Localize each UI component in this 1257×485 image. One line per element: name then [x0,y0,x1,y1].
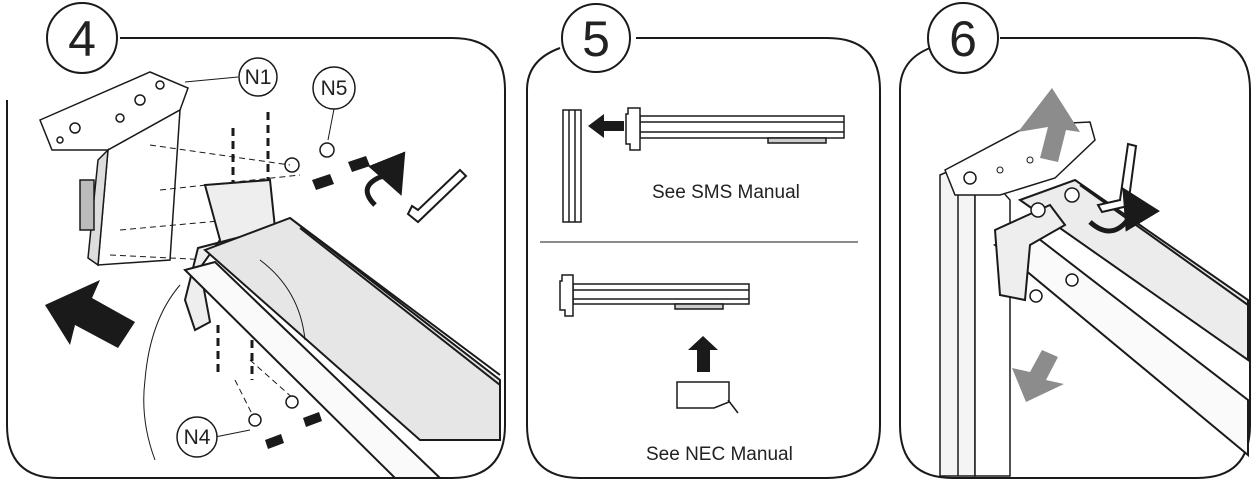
panel-6-frame [899,37,1251,479]
plate-hole-3 [1026,156,1034,164]
nec-up-arrow [688,336,718,372]
lift-up-arrow [1018,88,1080,162]
n1-leader-line [184,76,239,83]
panel-step-4: 4 N1 N5 [6,2,506,479]
part-badge-n1 [238,57,278,97]
n4-leader-line [214,429,251,438]
cable [143,284,181,461]
washer-bottom-2 [285,395,299,409]
part-label-n5: N5 [321,77,348,100]
washer-bottom-1 [248,413,262,427]
step-badge-6 [927,2,999,74]
tighten-rotation-arrow [1088,187,1161,234]
mounting-rail [993,178,1249,458]
screw-top [348,156,370,172]
step-number-6: 6 [949,11,977,67]
screw-bottom-1 [265,434,284,449]
part-label-n4: N4 [184,426,211,449]
push-down-arrow [1012,350,1064,402]
plate-hole-2 [996,166,1004,174]
panel-step-5: 5 See SMS Manual See NEC Manual [526,3,881,479]
sms-wall-panel [562,109,582,223]
nec-manual-caption: See NEC Manual [646,444,793,465]
bolt-1 [1030,202,1046,218]
display-column [939,158,1011,477]
screw-bottom-2 [303,412,322,427]
panel-step-6: 6 [899,2,1251,479]
hex-key-icon [406,168,468,224]
step-number-5: 5 [582,11,610,67]
part-badge-n4 [176,416,218,458]
bolt-4 [1065,273,1079,287]
sms-manual-caption: See SMS Manual [652,182,800,203]
n5-leader-line [327,108,335,141]
step-number-4: 4 [68,11,96,67]
step-badge-4 [46,2,118,74]
bolt-2 [1064,187,1080,203]
nec-display-icon [676,381,730,409]
insert-direction-arrow [45,280,135,348]
plate-hole-1 [963,171,977,185]
washer-top [319,142,335,158]
sms-arrow [588,114,624,138]
mounting-plate-n1 [39,71,189,267]
nec-display-stand [727,399,739,414]
tighten-rotation-arrow [364,151,406,207]
bolt-3 [1029,289,1043,303]
panel-5-frame [526,37,881,479]
washer-mid [284,157,300,173]
step-badge-5 [561,3,631,73]
sms-rail [625,107,845,151]
bracket-and-rail [183,178,501,479]
part-label-n1: N1 [245,66,272,89]
nec-rail [559,274,750,317]
screw-mid [312,174,334,190]
panel-4-frame [6,37,506,479]
cable-2 [259,259,306,341]
